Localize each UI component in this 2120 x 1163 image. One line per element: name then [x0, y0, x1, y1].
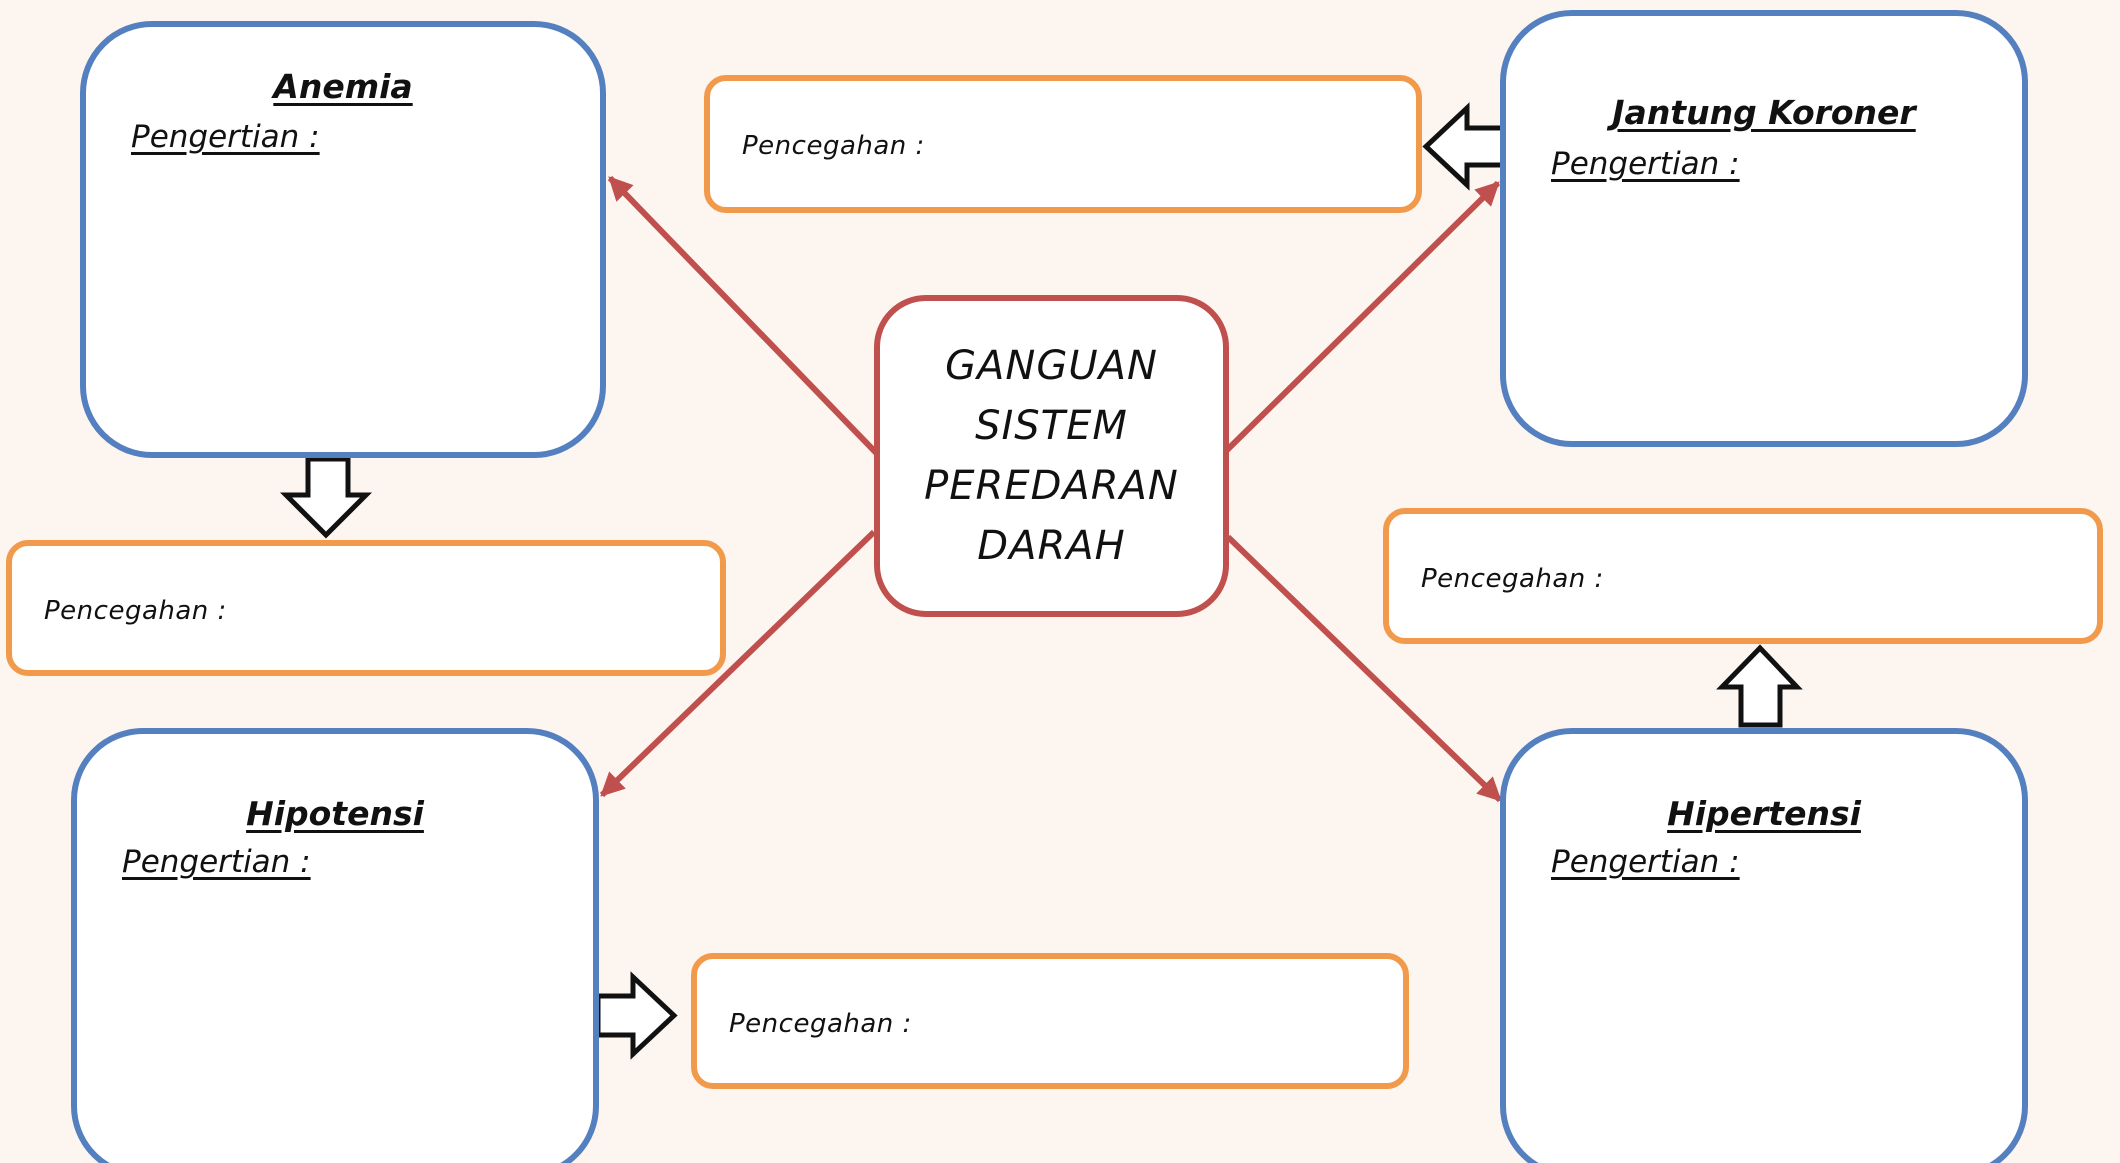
jantung-koroner-definition-label: Pengertian : — [1551, 146, 1740, 182]
anemia-definition-label: Pengertian : — [131, 119, 320, 155]
anemia-title: Anemia — [273, 67, 413, 106]
prevention-bottom-label: Pencegahan : — [729, 1009, 912, 1039]
connector-to-hipertensi — [1225, 534, 1503, 803]
anemia-box: Anemia Pengertian : — [80, 21, 606, 458]
hipotensi-box: Hipotensi Pengertian : — [71, 728, 599, 1163]
hipotensi-definition-label: Pengertian : — [122, 844, 311, 880]
connector-to-hipotensi — [599, 529, 877, 798]
center-title-line-2: SISTEM — [975, 403, 1128, 449]
jantung-koroner-title: Jantung Koroner — [1612, 93, 1916, 132]
prevention-box-bottom: Pencegahan : — [691, 953, 1409, 1089]
jantung-koroner-box: Jantung Koroner Pengertian : — [1500, 10, 2028, 447]
down-arrow-icon — [279, 456, 373, 539]
right-arrow-icon — [595, 971, 678, 1060]
connector-to-anemia — [607, 175, 888, 465]
center-topic-box: GANGUAN SISTEM PEREDARAN DARAH — [874, 295, 1229, 617]
hipertensi-box: Hipertensi Pengertian : — [1500, 728, 2028, 1163]
center-topic-title: GANGUAN SISTEM PEREDARAN DARAH — [924, 336, 1179, 576]
prevention-top-label: Pencegahan : — [742, 131, 925, 161]
prevention-right-label: Pencegahan : — [1421, 564, 1604, 594]
up-arrow-icon — [1716, 644, 1803, 728]
prevention-box-top: Pencegahan : — [704, 75, 1422, 213]
center-title-line-4: DARAH — [977, 523, 1126, 569]
hipertensi-title: Hipertensi — [1667, 794, 1861, 833]
prevention-left-label: Pencegahan : — [44, 596, 227, 626]
left-arrow-icon — [1422, 102, 1507, 191]
hipotensi-title: Hipotensi — [246, 794, 424, 833]
connector-to-jantung — [1219, 180, 1501, 458]
prevention-box-left: Pencegahan : — [6, 540, 726, 676]
center-title-line-3: PEREDARAN — [924, 463, 1179, 509]
center-title-line-1: GANGUAN — [945, 343, 1158, 389]
prevention-box-right: Pencegahan : — [1383, 508, 2103, 644]
hipertensi-definition-label: Pengertian : — [1551, 844, 1740, 880]
